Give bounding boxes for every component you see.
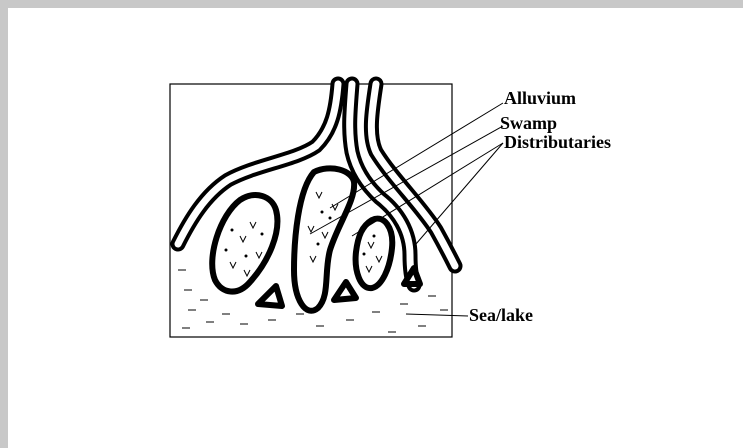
label-swamp: Swamp <box>500 113 557 133</box>
label-distributaries: Distributaries <box>504 132 611 152</box>
label-sea-lake: Sea/lake <box>469 305 533 325</box>
label-alluvium: Alluvium <box>504 88 576 108</box>
island-right <box>356 219 393 289</box>
